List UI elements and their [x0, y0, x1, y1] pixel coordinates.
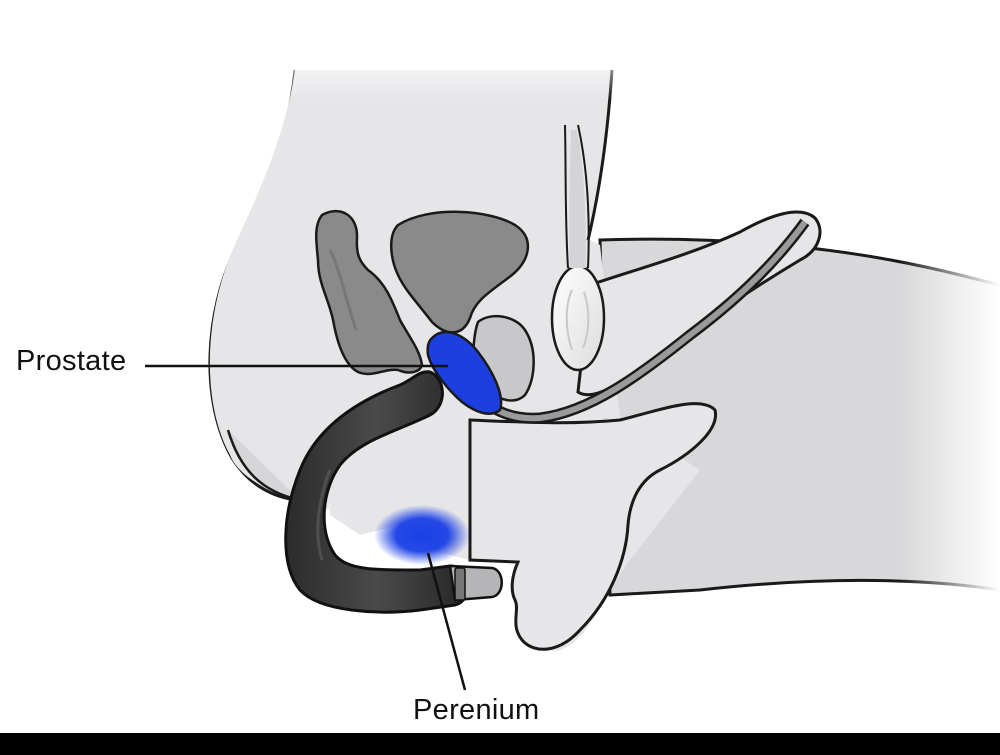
urethra-inner	[467, 220, 808, 422]
prostate-highlight	[426, 330, 503, 415]
spermatic-cord	[564, 124, 590, 269]
right-fade	[900, 240, 1000, 600]
device-band	[454, 567, 466, 601]
buttock-fold	[226, 429, 301, 502]
bottom-black-bar	[0, 733, 1000, 755]
bladder-shape	[390, 210, 530, 334]
rectum-shape	[315, 209, 424, 376]
top-fade	[270, 40, 630, 100]
perineum-highlight	[374, 505, 470, 565]
scrotum-shape	[468, 402, 717, 651]
label-prostate: Prostate	[16, 345, 127, 377]
prostate-device-icon	[284, 370, 503, 614]
testicle-icon	[550, 264, 606, 372]
spermatic-cord-fill	[569, 130, 586, 268]
rectum-shade	[328, 249, 358, 331]
label-perenium: Perenium	[413, 694, 540, 726]
perenium-leader-line	[426, 552, 467, 691]
